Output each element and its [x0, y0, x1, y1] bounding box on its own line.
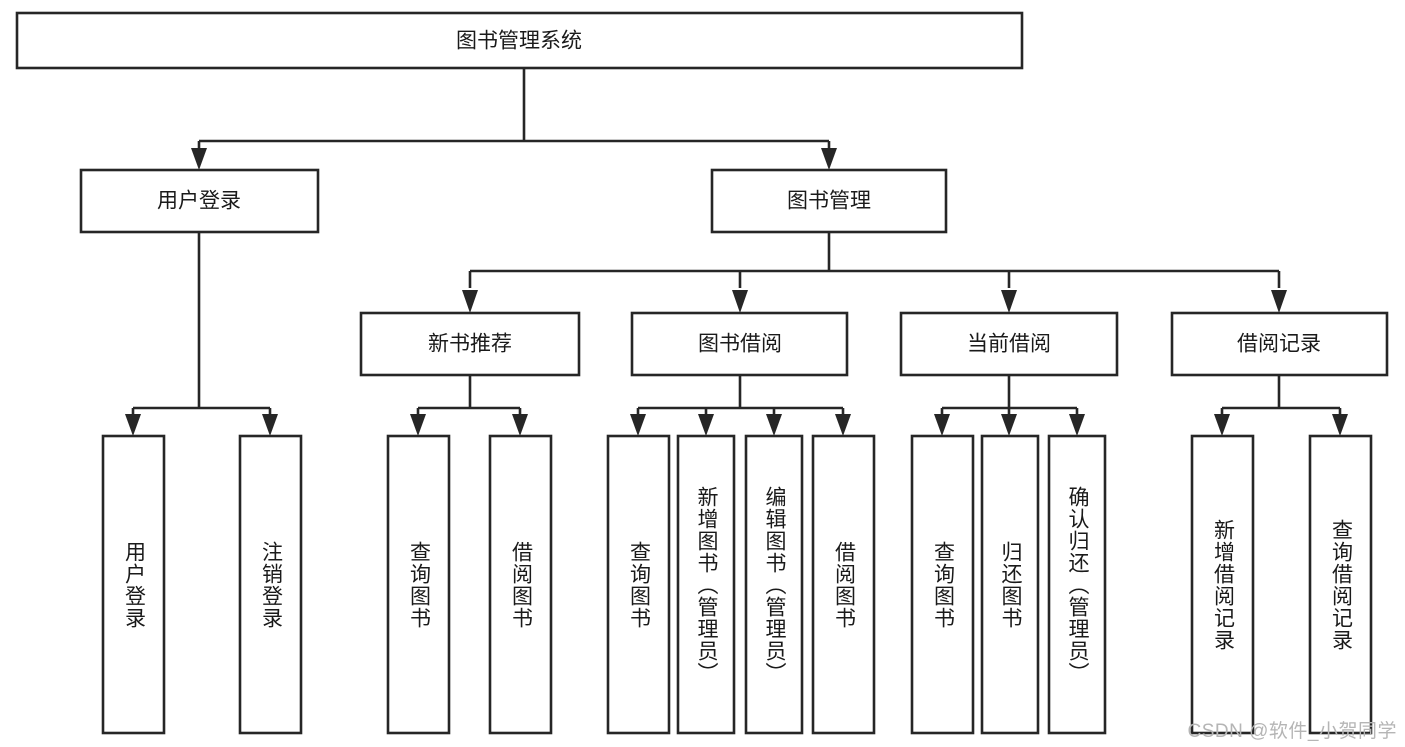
- node-user-login-label: 用户登录: [157, 190, 241, 213]
- arrow-to-user-login: [191, 148, 207, 170]
- arrow-to-leaf-borrow-book-2: [835, 414, 851, 436]
- node-leaf-query-book-2-box[interactable]: [606, 434, 671, 735]
- node-leaf-borrow-book-1-box[interactable]: [488, 434, 553, 735]
- node-borrow-record[interactable]: 借阅记录: [1170, 311, 1389, 377]
- node-book-borrow-box[interactable]: [630, 311, 849, 377]
- arrow-to-leaf-user-logout: [262, 414, 278, 436]
- node-leaf-user-logout-box[interactable]: [238, 434, 303, 735]
- arrow-to-leaf-user-login: [125, 414, 141, 436]
- node-leaf-edit-book-box[interactable]: [744, 434, 804, 735]
- node-user-login-box[interactable]: [79, 168, 320, 234]
- node-borrow-record-label: 借阅记录: [1237, 333, 1321, 356]
- node-current-borrow-box[interactable]: [899, 311, 1119, 377]
- node-book-manage-label: 图书管理: [787, 190, 871, 213]
- node-book-borrow[interactable]: 图书借阅: [630, 311, 849, 377]
- connector-current-borrow-bus: [940, 375, 1079, 418]
- arrow-to-leaf-confirm-return: [1069, 414, 1085, 436]
- arrow-to-leaf-borrow-book-1: [512, 414, 528, 436]
- leaf-boxes: [101, 434, 1373, 735]
- node-root[interactable]: 图书管理系统: [15, 11, 1024, 70]
- node-leaf-query-book-1-box[interactable]: [386, 434, 451, 735]
- node-leaf-add-record-box[interactable]: [1190, 434, 1255, 735]
- node-leaf-add-book-box[interactable]: [676, 434, 736, 735]
- arrow-to-leaf-return-book: [1001, 414, 1017, 436]
- connector-borrow-record-bus: [1220, 375, 1342, 418]
- node-current-borrow-label: 当前借阅: [967, 333, 1051, 356]
- arrow-to-leaf-query-record: [1332, 414, 1348, 436]
- node-current-borrow[interactable]: 当前借阅: [899, 311, 1119, 377]
- node-new-book-recommend[interactable]: 新书推荐: [359, 311, 581, 377]
- node-leaf-query-record-box[interactable]: [1308, 434, 1373, 735]
- arrow-to-book-borrow: [732, 290, 748, 313]
- arrow-to-leaf-edit-book: [766, 414, 782, 436]
- connector-root-bus: [197, 68, 831, 158]
- watermark: CSDN @软件_小贺同学: [1187, 721, 1397, 742]
- node-root-label: 图书管理系统: [456, 30, 582, 53]
- connector-layer: [125, 68, 1348, 436]
- node-root-box[interactable]: [15, 11, 1024, 70]
- node-user-login[interactable]: 用户登录: [79, 168, 320, 234]
- node-book-manage[interactable]: 图书管理: [710, 168, 948, 234]
- arrow-to-leaf-query-book-1: [410, 414, 426, 436]
- arrow-to-leaf-add-book: [698, 414, 714, 436]
- arrow-to-new-book-recommend: [462, 290, 478, 313]
- arrow-to-current-borrow: [1001, 290, 1017, 313]
- arrow-to-borrow-record: [1271, 290, 1287, 313]
- connector-book-borrow-bus: [636, 375, 845, 418]
- connector-book-manage-bus: [468, 232, 1281, 288]
- node-new-book-recommend-label: 新书推荐: [428, 333, 512, 356]
- arrow-to-leaf-query-book-3: [934, 414, 950, 436]
- arrow-to-leaf-add-record: [1214, 414, 1230, 436]
- node-book-borrow-label: 图书借阅: [698, 333, 782, 356]
- node-borrow-record-box[interactable]: [1170, 311, 1389, 377]
- node-new-book-recommend-box[interactable]: [359, 311, 581, 377]
- node-leaf-return-book-box[interactable]: [980, 434, 1040, 735]
- connector-user-login-bus: [131, 232, 272, 418]
- node-leaf-borrow-book-2-box[interactable]: [811, 434, 876, 735]
- arrow-to-leaf-query-book-2: [630, 414, 646, 436]
- node-leaf-query-book-3-box[interactable]: [910, 434, 975, 735]
- node-leaf-confirm-return-box[interactable]: [1047, 434, 1107, 735]
- node-leaf-user-login-box[interactable]: [101, 434, 166, 735]
- arrow-to-book-manage: [821, 148, 837, 170]
- node-book-manage-box[interactable]: [710, 168, 948, 234]
- connector-new-book-recommend-bus: [416, 375, 522, 418]
